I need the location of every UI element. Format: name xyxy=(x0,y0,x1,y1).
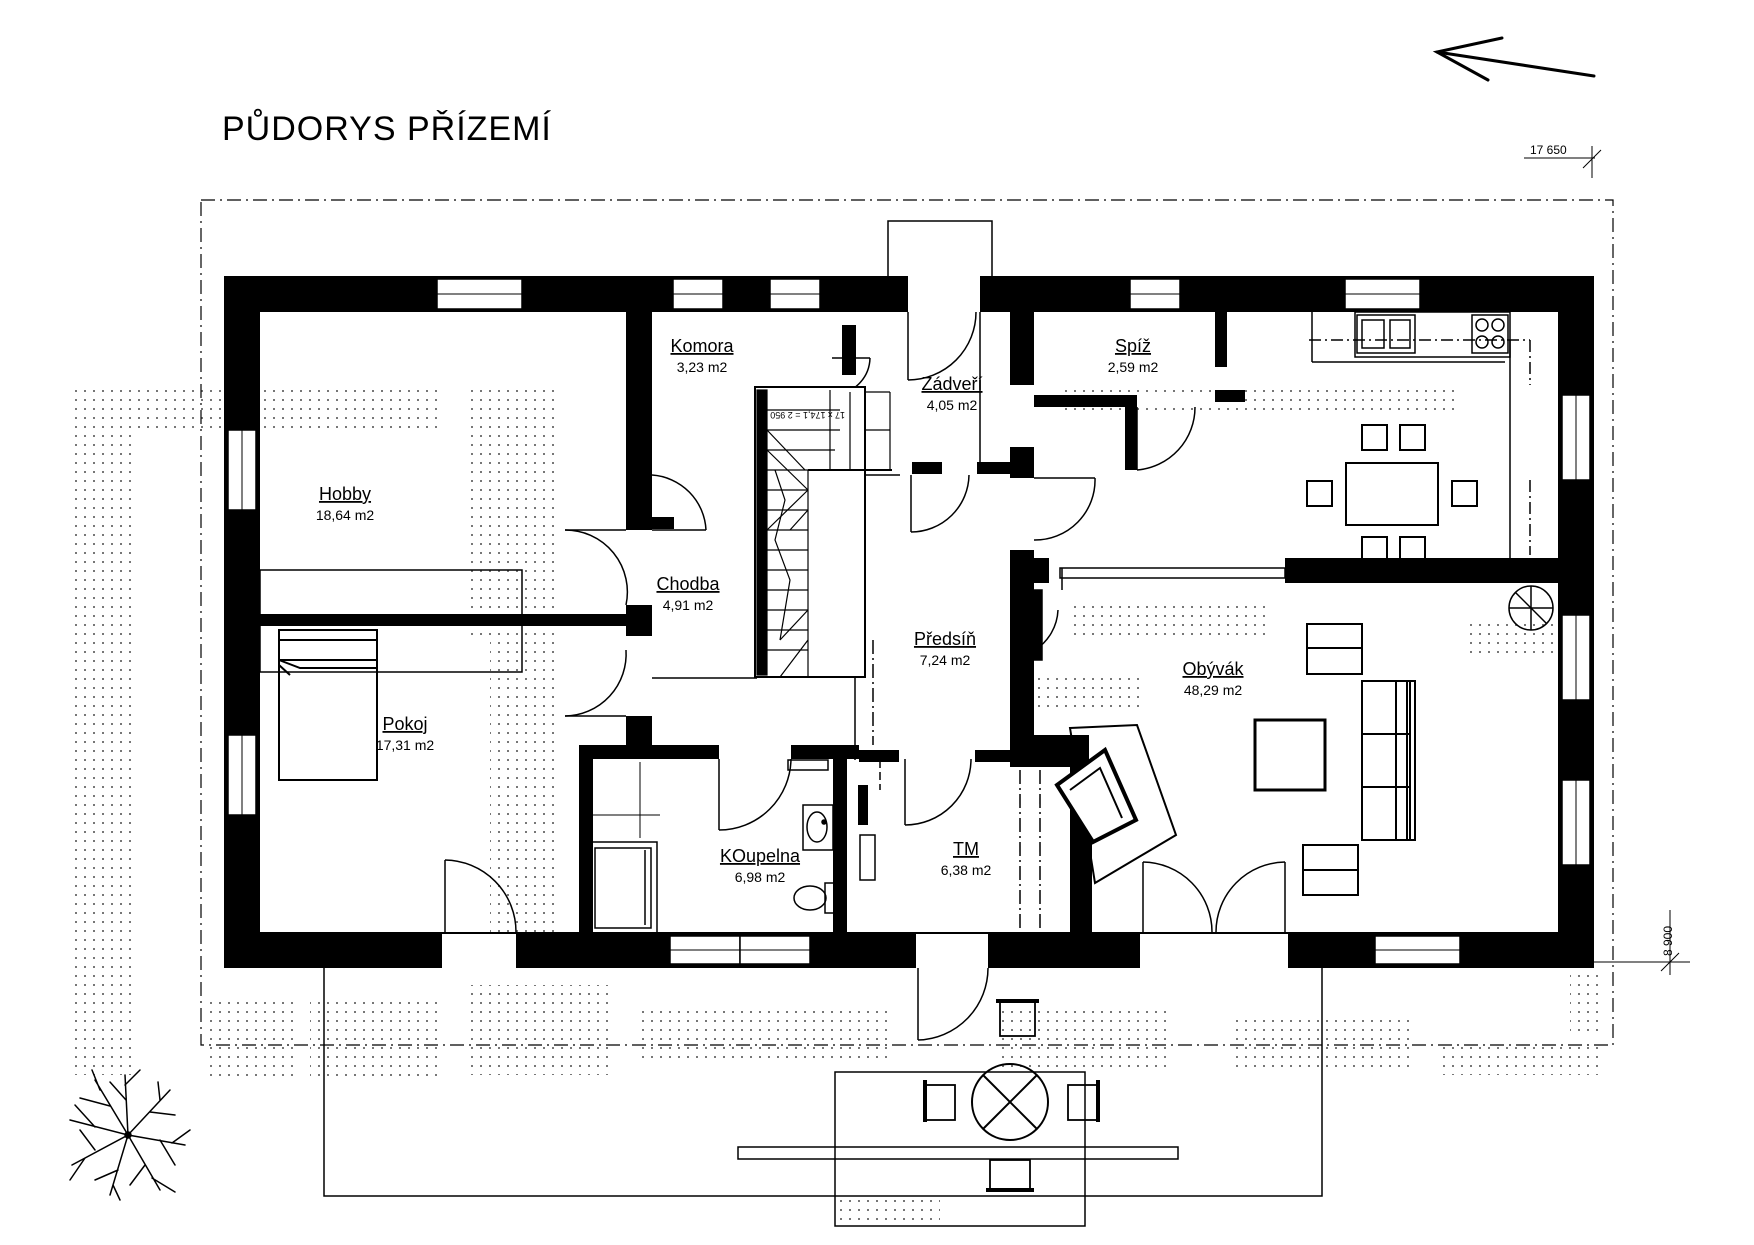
window-sill-lines xyxy=(241,293,1577,951)
room-name-pokoj: Pokoj xyxy=(382,714,427,734)
room-area-pokoj: 17,31 m2 xyxy=(376,737,435,753)
elevation-side-label: 8 900 xyxy=(1661,926,1675,956)
room-labels: Hobby 18,64 m2 Pokoj 17,31 m2 Komora 3,2… xyxy=(316,336,1245,885)
elevation-top-label: 17 650 xyxy=(1530,143,1567,157)
coffee-table-icon xyxy=(1253,718,1327,792)
room-area-spiz: 2,59 m2 xyxy=(1108,359,1159,375)
room-name-zadveri: Zádveří xyxy=(921,374,982,394)
room-name-chodba: Chodba xyxy=(656,574,720,594)
toilet-icon xyxy=(793,882,836,914)
room-area-komora: 3,23 m2 xyxy=(677,359,728,375)
roof-outline xyxy=(200,199,1614,1046)
room-name-koupelna: KOupelna xyxy=(720,846,801,866)
bed-icon xyxy=(278,629,378,781)
room-area-hobby: 18,64 m2 xyxy=(316,507,375,523)
room-area-obyvak: 48,29 m2 xyxy=(1184,682,1243,698)
sofa-icon xyxy=(1361,680,1416,841)
door-swings xyxy=(444,311,1286,1041)
room-area-zadveri: 4,05 m2 xyxy=(927,397,978,413)
elevation-marker-side: 8 900 xyxy=(1592,910,1690,975)
dining-table-icon xyxy=(1306,424,1478,563)
room-name-hobby: Hobby xyxy=(319,484,371,504)
room-name-komora: Komora xyxy=(670,336,734,356)
chimney xyxy=(887,220,993,278)
staircase xyxy=(754,386,892,678)
sink-icon xyxy=(802,804,834,851)
room-area-chodba: 4,91 m2 xyxy=(663,597,714,613)
north-arrow-icon xyxy=(1432,36,1596,82)
armchair-icon xyxy=(1302,623,1363,896)
terrace-chairs-icon xyxy=(923,999,1100,1192)
room-name-predsin: Předsíň xyxy=(914,629,976,649)
tree-icon xyxy=(69,1069,191,1201)
bathtub-icon xyxy=(588,841,658,935)
stair-label: 17 x 174,1 = 2 950 xyxy=(770,410,845,420)
radiator-icon xyxy=(1033,589,1043,661)
terrace-outline xyxy=(323,965,1323,1227)
kitchen-sink-icon xyxy=(1356,314,1416,354)
room-name-spiz: Spíž xyxy=(1115,336,1151,356)
plan-title: PŮDORYS PŘÍZEMÍ xyxy=(222,109,552,148)
fireplace-icon xyxy=(1054,723,1178,885)
plant-icon xyxy=(1508,585,1554,631)
elevation-marker-top: 17 650 xyxy=(1524,143,1602,178)
room-area-predsin: 7,24 m2 xyxy=(920,652,971,668)
grill-icon xyxy=(971,1063,1049,1141)
door-openings xyxy=(442,276,1288,968)
room-area-koupelna: 6,98 m2 xyxy=(735,869,786,885)
boiler-icon xyxy=(787,759,876,881)
cooktop-icon xyxy=(1471,314,1509,354)
kitchen-counter xyxy=(1354,311,1511,358)
room-name-tm: TM xyxy=(953,839,979,859)
room-area-tm: 6,38 m2 xyxy=(941,862,992,878)
room-name-obyvak: Obývák xyxy=(1182,659,1244,679)
